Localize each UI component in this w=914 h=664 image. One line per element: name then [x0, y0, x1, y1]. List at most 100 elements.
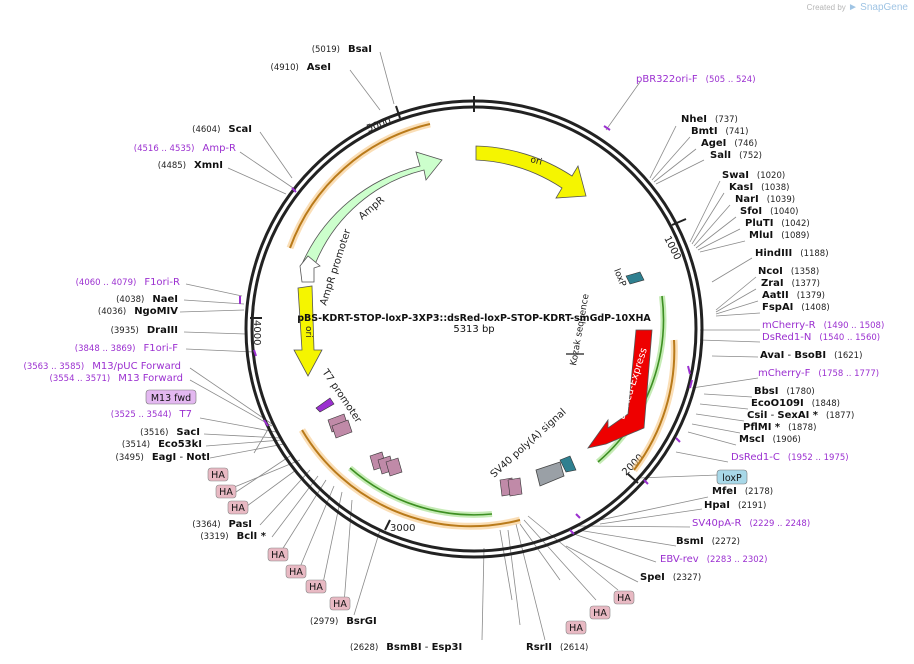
ori-left-label: ori — [303, 326, 313, 338]
loxp-feature[interactable] — [625, 271, 645, 285]
left-label-16[interactable]: (3364)PasI — [192, 519, 252, 530]
right-label-24[interactable]: MscI(1906) — [739, 434, 801, 445]
right-label-20[interactable]: BbsI(1780) — [754, 386, 815, 397]
ha-box-label: HA — [309, 582, 323, 593]
right-label-11[interactable]: HindIII(1188) — [755, 248, 829, 259]
left-label-0[interactable]: (5019)BsaI — [312, 44, 372, 55]
right-label-27[interactable]: HpaI(2191) — [704, 500, 766, 511]
right-label-12[interactable]: NcoI(1358) — [758, 266, 819, 277]
right-label-2[interactable]: BmtI(741) — [691, 126, 748, 137]
ha-box-label: HA — [271, 550, 285, 561]
ha-box-8[interactable]: HA — [589, 605, 611, 620]
right-label-14[interactable]: AatII(1379) — [762, 290, 825, 301]
bottom-label-0[interactable]: RsrII(2614) — [526, 642, 588, 653]
left-label-15[interactable]: (3495)EagI - NotI — [116, 452, 210, 463]
green-arrows — [349, 295, 665, 516]
ori-left-feature[interactable] — [293, 285, 323, 377]
left-label-17[interactable]: (3319)BclI * — [200, 531, 266, 542]
left-label-14[interactable]: (3514)Eco53kI — [122, 439, 202, 450]
plasmid-length: 5313 bp — [453, 324, 494, 335]
right-label-7[interactable]: NarI(1039) — [735, 194, 795, 205]
right-label-0[interactable]: pBR322ori-F(505 .. 524) — [636, 74, 756, 85]
ha-box-1[interactable]: HA — [215, 484, 237, 499]
left-label-6[interactable]: (4038)NaeI — [116, 294, 178, 305]
left-label-2[interactable]: (4604)ScaI — [192, 124, 252, 135]
left-label-5[interactable]: (4060 .. 4079)F1ori-R — [76, 277, 180, 288]
ha-box-label: HA — [211, 470, 225, 481]
left-label-column: (5019)BsaI (4910)AseI (4604)ScaI (4516 .. 4… — [24, 44, 372, 542]
ha-box-5[interactable]: HA — [305, 579, 327, 594]
ha-box-label: HA — [617, 593, 631, 604]
tick-5000: 5000 — [365, 116, 393, 135]
right-label-3[interactable]: AgeI(746) — [701, 138, 757, 149]
m13-fwd-box[interactable]: M13 fwd — [145, 389, 197, 405]
dsred-express-feature[interactable] — [587, 329, 653, 449]
right-label-8[interactable]: SfoI(1040) — [740, 206, 798, 217]
right-label-26[interactable]: MfeI(2178) — [712, 486, 773, 497]
right-label-column: pBR322ori-F(505 .. 524) NheI(737)BmtI(741… — [636, 74, 884, 583]
right-label-25[interactable]: DsRed1-C(1952 .. 1975) — [731, 452, 849, 463]
ha-box-7[interactable]: HA — [565, 620, 587, 635]
right-label-6[interactable]: KasI(1038) — [729, 182, 789, 193]
right-label-18[interactable]: AvaI - BsoBI(1621) — [760, 350, 862, 361]
plasmid-name: pBS-KDRT-STOP-loxP-3XP3::dsRed-loxP-STOP… — [297, 313, 651, 324]
right-label-17[interactable]: DsRed1-N(1540 .. 1560) — [762, 332, 880, 343]
right-label-4[interactable]: SalI(752) — [710, 150, 762, 161]
ha-box-4[interactable]: HA — [285, 564, 307, 579]
bottom-label-1[interactable]: (2628)BsmBI - Esp3I — [350, 642, 462, 653]
right-label-1[interactable]: NheI(737) — [681, 114, 738, 125]
right-label-16[interactable]: mCherry-R(1490 .. 1508) — [762, 320, 884, 331]
t7-promoter-feature[interactable] — [315, 397, 335, 413]
ha-box-9[interactable]: HA — [613, 590, 635, 605]
right-label-9[interactable]: PluTI(1042) — [745, 218, 810, 229]
right-label-15[interactable]: FspAI(1408) — [762, 302, 830, 313]
loxp-box-label: loxP — [722, 473, 742, 484]
left-label-4[interactable]: (4485)XmnI — [158, 160, 223, 171]
position-ticks — [250, 105, 687, 531]
right-label-28[interactable]: SV40pA-R(2229 .. 2248) — [692, 518, 810, 529]
kozak-label: Kozak sequence — [569, 293, 592, 367]
right-label-30[interactable]: EBV-rev(2283 .. 2302) — [660, 554, 767, 565]
ori-feature[interactable] — [475, 145, 587, 199]
right-label-5[interactable]: SwaI(1020) — [722, 170, 785, 181]
left-label-1[interactable]: (4910)AseI — [271, 62, 331, 73]
right-label-31[interactable]: SpeI(2327) — [640, 572, 701, 583]
snapgene-watermark: Created by ► SnapGene — [806, 2, 908, 13]
left-label-7[interactable]: (4036)NgoMIV — [98, 306, 178, 317]
left-label-10[interactable]: (3563 .. 3585)M13/pUC Forward — [24, 361, 181, 372]
left-label-3[interactable]: (4516 .. 4535)Amp-R — [134, 143, 236, 154]
ha-box-label: HA — [231, 503, 245, 514]
leader-lines — [179, 51, 761, 641]
right-label-13[interactable]: ZraI(1377) — [761, 278, 820, 289]
ha-box-label: HA — [593, 608, 607, 619]
left-label-11[interactable]: (3554 .. 3571)M13 Forward — [50, 373, 183, 384]
right-label-23[interactable]: PflMI *(1878) — [743, 422, 816, 433]
bottom-label-2[interactable]: (2979)BsrGI — [310, 616, 377, 627]
ha-box-label: HA — [569, 623, 583, 634]
left-label-13[interactable]: (3516)SacI — [140, 427, 200, 438]
loxp-feature-2[interactable] — [559, 455, 577, 473]
ampr-promoter-feature[interactable] — [299, 255, 321, 283]
sv40-polya-feature[interactable] — [535, 461, 565, 487]
ha-box-label: HA — [333, 599, 347, 610]
ha-box-2[interactable]: HA — [227, 500, 249, 515]
ha-box-label: HA — [219, 487, 233, 498]
right-label-19[interactable]: mCherry-F(1758 .. 1777) — [758, 368, 879, 379]
left-label-12[interactable]: (3525 .. 3544)T7 — [111, 409, 192, 420]
right-label-22[interactable]: CsiI - SexAI *(1877) — [747, 410, 854, 421]
ha-box-6[interactable]: HA — [329, 596, 351, 611]
orange-arrows — [289, 123, 676, 528]
loxp-box[interactable]: loxP — [716, 469, 748, 485]
left-label-8[interactable]: (3935)DraIII — [111, 325, 178, 336]
ha-box-0[interactable]: HA — [207, 467, 229, 482]
right-label-21[interactable]: EcoO109I(1848) — [751, 398, 840, 409]
left-label-9[interactable]: (3848 .. 3869)F1ori-F — [75, 343, 178, 354]
right-label-10[interactable]: MluI(1089) — [749, 230, 809, 241]
ori-label: ori — [529, 155, 543, 168]
right-label-29[interactable]: BsmI(2272) — [676, 536, 740, 547]
ha-box-3[interactable]: HA — [267, 547, 289, 562]
ampr-feature[interactable] — [301, 151, 443, 265]
